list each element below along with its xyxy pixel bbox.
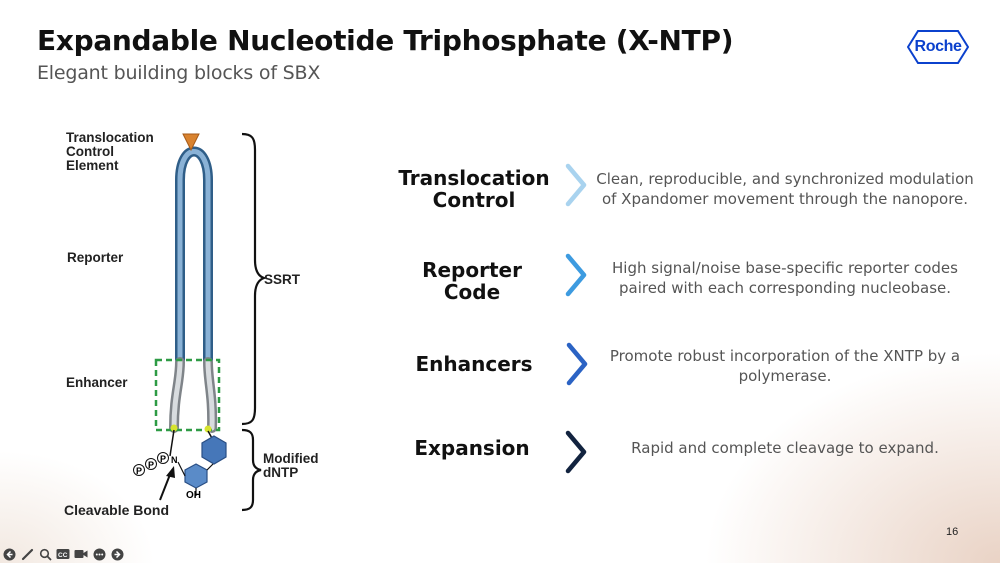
- cleavable-bond-label: Cleavable Bond: [64, 502, 170, 518]
- feature-desc-enhancers: Promote robust incorporation of the XNTP…: [609, 347, 961, 385]
- phosphate-label-1: P: [136, 466, 142, 476]
- phosphate-label-2: P: [148, 460, 154, 470]
- feature-desc-expansion: Rapid and complete cleavage to expand.: [631, 439, 939, 457]
- feature-title-enhancers: Enhancers: [415, 352, 533, 376]
- link-dot-left: [170, 424, 178, 432]
- slide-subtitle: Elegant building blocks of SBX: [37, 62, 321, 84]
- translocation-control-element-label: Translocation Control Element: [66, 130, 154, 173]
- phosphate-circle-2: [145, 458, 157, 470]
- roche-logo: Roche: [906, 30, 970, 64]
- ssrt-brace: [241, 132, 268, 426]
- chevron-right-icon: [566, 342, 588, 386]
- presentation-toolbar: CC: [2, 546, 124, 562]
- chevron-right-icon: [565, 163, 587, 207]
- phosphate-circle-1: [133, 464, 145, 476]
- ssrt-label: SSRT: [264, 272, 301, 287]
- modified-dntp-brace: [241, 428, 262, 512]
- enhancer-label: Enhancer: [66, 375, 128, 390]
- camera-icon[interactable]: [74, 547, 88, 561]
- sugar-hexagon: [184, 463, 208, 489]
- back-icon[interactable]: [2, 547, 16, 561]
- captions-icon[interactable]: CC: [56, 547, 70, 561]
- xntp-diagram: P P P N OH: [133, 132, 268, 512]
- feature-title-expansion: Expansion: [414, 436, 530, 460]
- svg-text:CC: CC: [58, 552, 68, 559]
- pen-icon[interactable]: [20, 547, 34, 561]
- feature-desc-translocation-control: Clean, reproducible, and synchronized mo…: [596, 170, 974, 208]
- reporter-label: Reporter: [67, 250, 124, 265]
- logo-hexagon-icon: [906, 30, 970, 64]
- modified-dntp-label: Modified dNTP: [263, 451, 319, 480]
- nitrogen-label: N: [171, 455, 178, 465]
- chevron-right-icon: [565, 253, 587, 297]
- forward-icon[interactable]: [110, 547, 124, 561]
- feature-title-translocation-control: Translocation Control: [398, 166, 550, 212]
- reporter-loop: [175, 146, 213, 365]
- feature-title-reporter-code: Reporter Code: [422, 258, 522, 304]
- more-icon[interactable]: [92, 547, 106, 561]
- oh-label: OH: [186, 490, 201, 501]
- feature-desc-reporter-code: High signal/noise base-specific reporter…: [612, 259, 958, 297]
- enhancer-box: [154, 358, 221, 432]
- phosphate-circle-3: [157, 452, 169, 464]
- slide-title: Expandable Nucleotide Triphosphate (X-NT…: [37, 24, 734, 57]
- link-dot-right: [204, 425, 212, 433]
- zoom-icon[interactable]: [38, 547, 52, 561]
- phosphate-label-3: P: [160, 454, 166, 464]
- page-number: 16: [946, 526, 959, 538]
- logo-text: Roche: [914, 38, 962, 55]
- chevron-right-icon: [565, 430, 587, 474]
- nucleobase-hexagon: [201, 435, 227, 465]
- translocation-control-element: [182, 133, 200, 152]
